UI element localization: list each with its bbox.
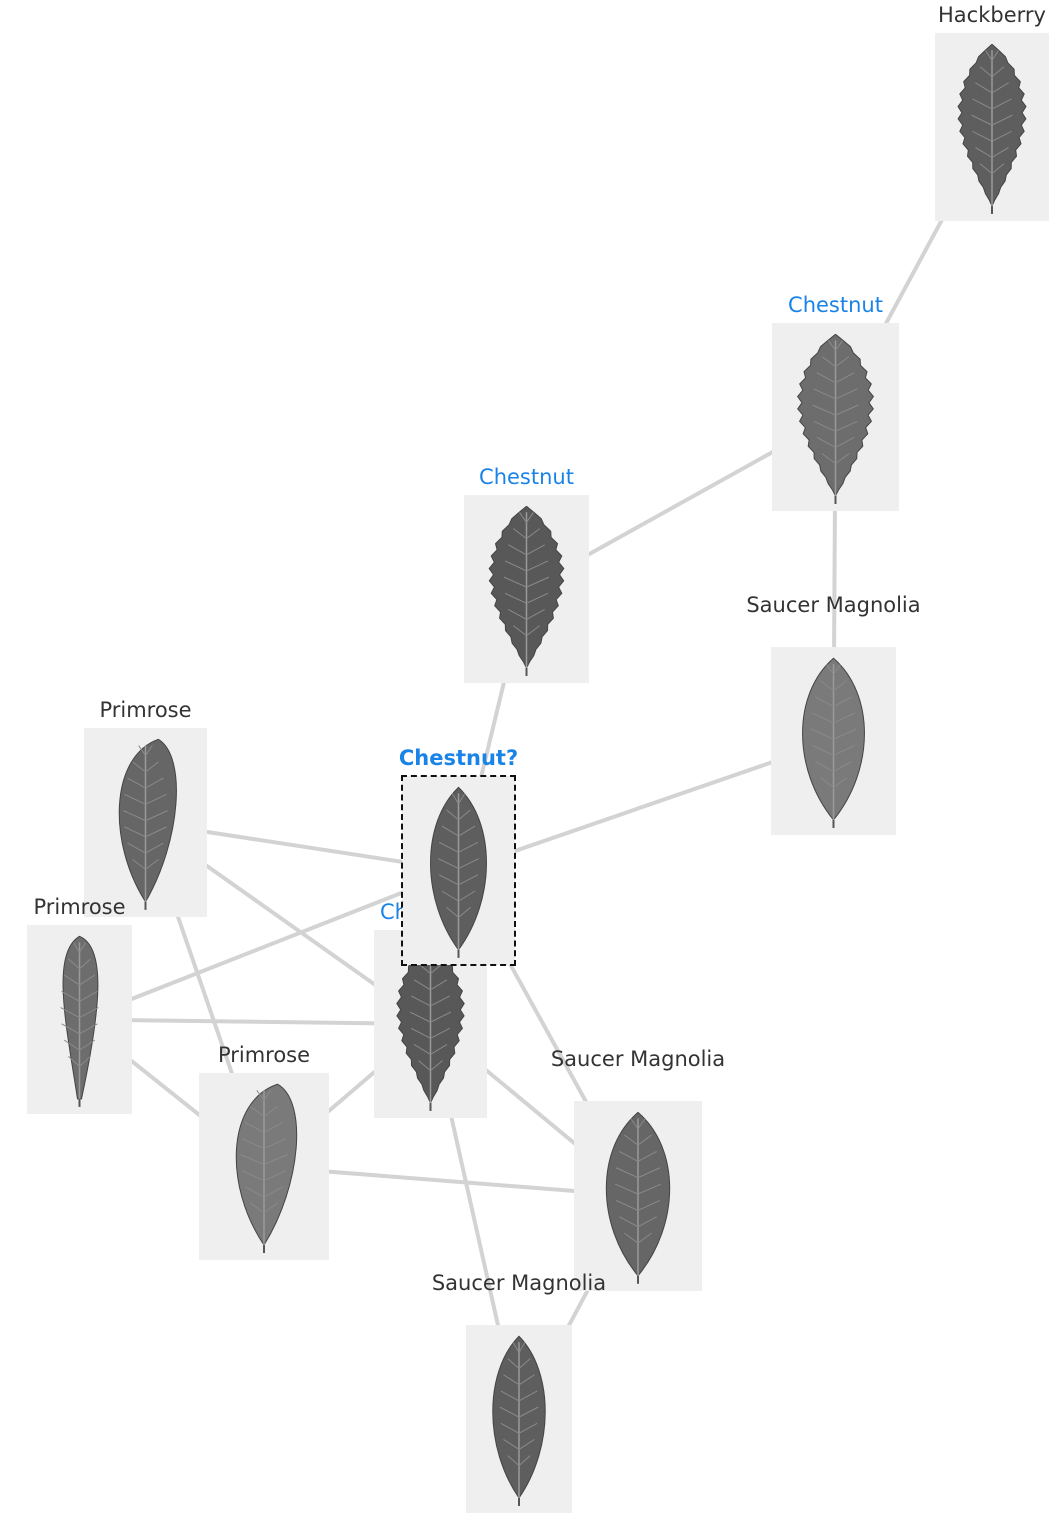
leaf-thumbnail — [772, 323, 899, 511]
leaf-thumbnail — [199, 1073, 329, 1260]
leaf-thumbnail — [935, 33, 1049, 221]
leaf-oval-icon — [802, 657, 865, 828]
node-label: Chestnut — [479, 465, 574, 489]
node-hackberry[interactable]: Hackberry — [935, 3, 1049, 221]
node-label: Hackberry — [938, 3, 1046, 27]
node-primrose[interactable]: Primrose — [84, 698, 207, 917]
node-saucer-magnolia[interactable]: Saucer Magnolia — [432, 1271, 606, 1513]
node-primrose[interactable]: Primrose — [199, 1043, 329, 1260]
edge-query-primrose_b — [78, 868, 460, 1022]
leaf-oval-icon — [605, 1111, 671, 1284]
leaf-oblong-icon — [118, 738, 177, 910]
node-label: Saucer Magnolia — [746, 593, 921, 617]
leaf-narrow-icon — [60, 935, 99, 1107]
leaf-serrated-icon — [488, 505, 565, 676]
node-label: Primrose — [217, 1043, 311, 1067]
leaf-thumbnail — [464, 495, 589, 683]
node-saucer-magnolia[interactable]: Saucer Magnolia — [551, 1047, 725, 1291]
leaf-thumbnail — [771, 647, 896, 835]
node-saucer-magnolia[interactable]: Saucer Magnolia — [746, 593, 921, 835]
node-label: Saucer Magnolia — [550, 1047, 726, 1071]
leaf-oval-icon — [492, 1335, 546, 1506]
node-label: Primrose — [33, 895, 126, 919]
leaf-oval-icon — [430, 786, 487, 958]
leaf-thumbnail — [84, 728, 207, 917]
leaf-thumbnail — [401, 775, 516, 966]
node-chestnut[interactable]: Chestnut — [464, 465, 589, 683]
leaf-serrated-icon — [957, 43, 1027, 214]
node-label: Primrose — [99, 698, 192, 722]
leaf-oblong-icon — [235, 1083, 298, 1254]
node-label: Saucer Magnolia — [431, 1271, 607, 1295]
leaf-thumbnail — [574, 1101, 702, 1291]
leaf-thumbnail — [27, 925, 132, 1114]
edge-primrose_b-chestnut_c — [79, 1017, 431, 1026]
leaf-thumbnail — [466, 1325, 572, 1513]
leaf-serrated-icon — [796, 333, 875, 504]
node-primrose[interactable]: Primrose — [27, 895, 132, 1114]
node-chestnut[interactable]: Chestnut — [772, 293, 899, 511]
node-label: Chestnut — [788, 293, 883, 317]
query-node[interactable]: Chestnut? — [399, 746, 518, 966]
query-label: Chestnut? — [398, 746, 519, 770]
leaf-serrated-icon — [396, 940, 465, 1111]
